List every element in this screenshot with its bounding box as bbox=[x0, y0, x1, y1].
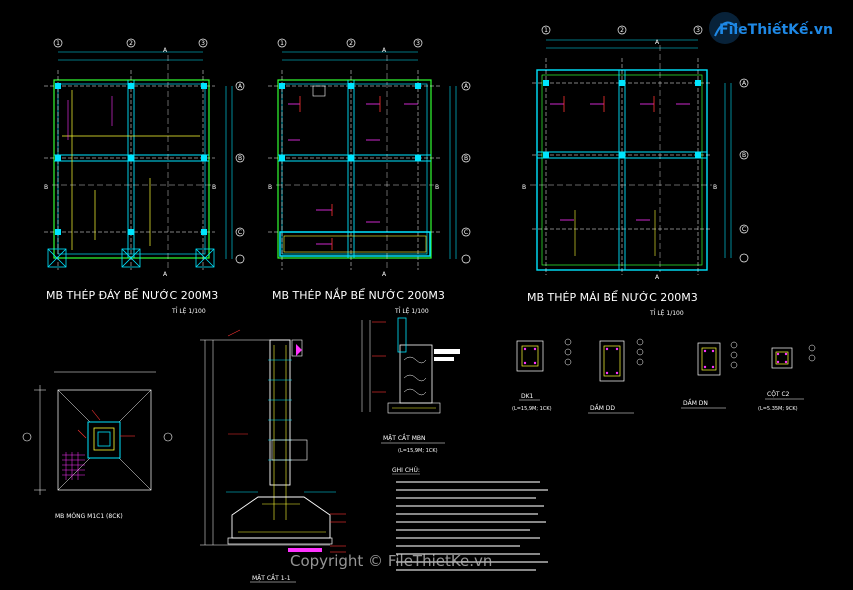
site-logo: FileThiếtKế.vn bbox=[705, 8, 845, 52]
section-1-1: MẶT CẮT 1-1 bbox=[200, 329, 346, 583]
plan3-section-b-left: B bbox=[522, 184, 526, 191]
detail-dk1: DK1 (L=15,9M; 1CK) bbox=[512, 338, 572, 412]
section-mark-b-left: B bbox=[44, 184, 48, 191]
detail-dd: DẦM DD bbox=[588, 338, 644, 414]
notes-block: GHI CHÚ: bbox=[392, 467, 548, 571]
grid3-label-2: 2 bbox=[620, 27, 624, 34]
plan3-section-a-bottom: A bbox=[655, 274, 660, 281]
detail-c2-title: CỘT C2 bbox=[767, 391, 790, 398]
grid2-label-3: 3 bbox=[416, 40, 420, 47]
plan-1-title: MB THÉP ĐÁY BỂ NƯỚC 200M3 bbox=[46, 288, 218, 302]
plan-1-scale: TỈ LỆ 1/100 bbox=[171, 307, 206, 315]
detail-dk1-title: DK1 bbox=[521, 393, 534, 400]
grid-label-3: 3 bbox=[201, 40, 205, 47]
section-mbn: MẶT CẮT MBN (L=15,9M; 1CK) bbox=[361, 317, 460, 454]
section-mbn-sub: (L=15,9M; 1CK) bbox=[398, 448, 438, 454]
grid3-label-a: A bbox=[742, 80, 747, 87]
plan-2-scale: TỈ LỆ 1/100 bbox=[394, 307, 429, 315]
grid2-label-2: 2 bbox=[349, 40, 353, 47]
plan-bottom-slab: 1 2 3 A B C bbox=[44, 38, 245, 315]
detail-c2: CỘT C2 (L=5.35M; 9CK) bbox=[758, 344, 816, 412]
grid3-label-1: 1 bbox=[544, 27, 548, 34]
plan3-section-a-top: A bbox=[655, 39, 660, 46]
plan2-section-b-left: B bbox=[268, 184, 272, 191]
plan2-section-a-bottom: A bbox=[382, 271, 387, 278]
grid-label-a: A bbox=[238, 83, 243, 90]
grid3-label-c: C bbox=[742, 226, 746, 233]
foundation-detail: MB MÓNG M1C1 (8CK) bbox=[22, 371, 173, 520]
plan-roof-slab: 1 2 3 A B C bbox=[522, 25, 749, 317]
watermark-text: Copyright © FileThietKe.vn bbox=[290, 552, 492, 570]
detail-dn: DẦM DN bbox=[681, 341, 738, 409]
grid-label-b: B bbox=[238, 155, 242, 162]
section-mbn-title: MẶT CẮT MBN bbox=[383, 434, 426, 442]
detail-dn-title: DẦM DN bbox=[683, 399, 708, 407]
grid2-label-a: A bbox=[464, 83, 469, 90]
plan-3-title: MB THÉP MÁI BỂ NƯỚC 200M3 bbox=[527, 290, 698, 304]
plan-2-title: MB THÉP NẮP BỂ NƯỚC 200M3 bbox=[272, 288, 445, 302]
logo-mark-icon: FileThiếtKế.vn bbox=[709, 12, 833, 44]
detail-dk1-sub: (L=15,9M; 1CK) bbox=[512, 406, 552, 412]
plan-top-slab: 1 2 3 A B C bbox=[268, 38, 471, 315]
detail-c2-sub: (L=5.35M; 9CK) bbox=[758, 406, 798, 412]
foundation-title: MB MÓNG M1C1 (8CK) bbox=[55, 513, 123, 520]
grid2-label-1: 1 bbox=[280, 40, 284, 47]
detail-dd-title: DẦM DD bbox=[590, 404, 615, 412]
grid-label-1: 1 bbox=[56, 40, 60, 47]
grid-label-c: C bbox=[238, 229, 242, 236]
grid3-label-3: 3 bbox=[696, 27, 700, 34]
plan-3-scale: TỈ LỆ 1/100 bbox=[649, 309, 684, 317]
plan3-section-b-right: B bbox=[713, 184, 717, 191]
section-1-1-title: MẶT CẮT 1-1 bbox=[252, 574, 291, 582]
plan2-section-a-top: A bbox=[382, 47, 387, 54]
grid2-label-b: B bbox=[464, 155, 468, 162]
section-mark-a-top: A bbox=[163, 47, 168, 54]
notes-heading: GHI CHÚ: bbox=[392, 467, 420, 474]
logo-text: FileThiếtKế.vn bbox=[719, 21, 833, 38]
plan2-section-b-right: B bbox=[435, 184, 439, 191]
grid3-label-b: B bbox=[742, 152, 746, 159]
grid-label-2: 2 bbox=[129, 40, 133, 47]
section-mark-a-bottom: A bbox=[163, 271, 168, 278]
section-mark-b-right: B bbox=[212, 184, 216, 191]
grid2-label-c: C bbox=[464, 229, 468, 236]
